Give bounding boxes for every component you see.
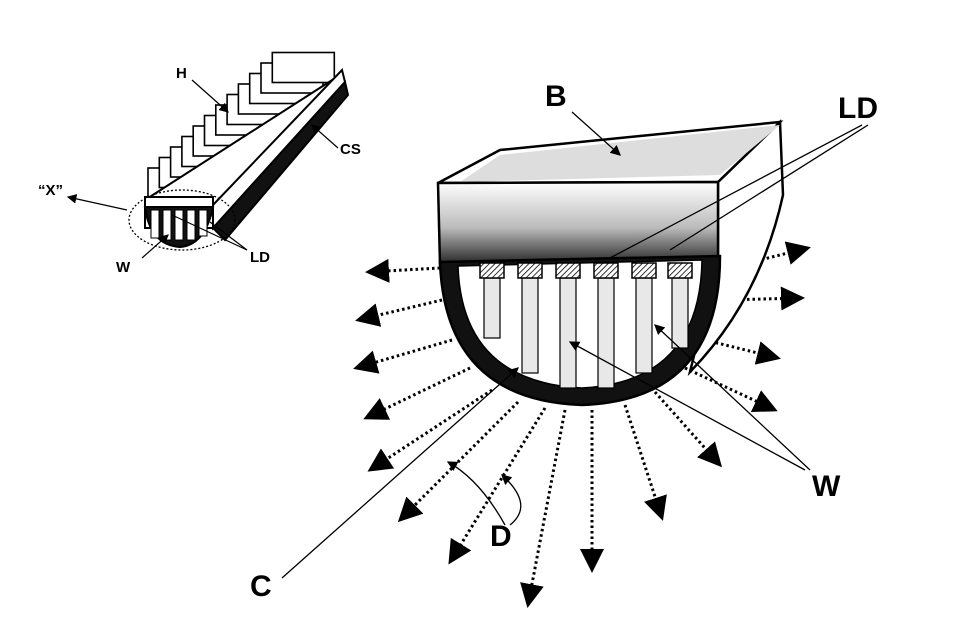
- inset-label-H: H: [176, 65, 187, 82]
- light-ray-arrow: [355, 298, 443, 327]
- waveguide-tube: [635, 277, 653, 374]
- light-ray-arrow: [623, 404, 667, 521]
- light-diode: [555, 262, 581, 279]
- light-ray-arrow: [448, 407, 547, 565]
- waveguide-tube: [559, 277, 577, 389]
- inset-light-strip: [128, 51, 350, 251]
- waveguide-tube: [521, 277, 539, 374]
- light-ray-arrow: [353, 338, 453, 374]
- light-diode: [667, 262, 693, 279]
- light-ray-arrow: [365, 258, 441, 283]
- light-ray-arrow: [653, 391, 722, 468]
- inset-leaders: [66, 79, 339, 259]
- main-leaders: [281, 111, 869, 579]
- light-ray-arrow: [684, 366, 778, 412]
- label-B: B: [545, 80, 567, 113]
- label-D: D: [490, 520, 512, 553]
- label-C: C: [250, 570, 272, 603]
- light-diode: [593, 262, 619, 279]
- inset-label-LD: LD: [250, 249, 270, 266]
- light-diode: [517, 262, 543, 279]
- light-diode: [479, 262, 505, 279]
- light-ray-arrow: [704, 338, 781, 365]
- light-ray-arrow: [397, 400, 520, 523]
- inset-label-W: W: [116, 259, 131, 276]
- light-ray-arrow: [520, 409, 567, 608]
- label-W: W: [812, 470, 841, 503]
- heat-sink-fin: [271, 51, 336, 84]
- light-diode: [631, 262, 657, 279]
- label-LD: LD: [838, 92, 878, 125]
- light-ray-arrow: [367, 388, 493, 472]
- waveguide-tube: [483, 277, 501, 339]
- waveguide-tube: [597, 277, 615, 389]
- light-diodes: [479, 262, 693, 279]
- waveguide-tubes: [483, 277, 689, 389]
- light-ray-arrow: [363, 366, 471, 420]
- waveguide-tube: [671, 277, 689, 349]
- inset-label-CS: CS: [340, 141, 361, 158]
- inset-label-X: “X”: [38, 182, 64, 199]
